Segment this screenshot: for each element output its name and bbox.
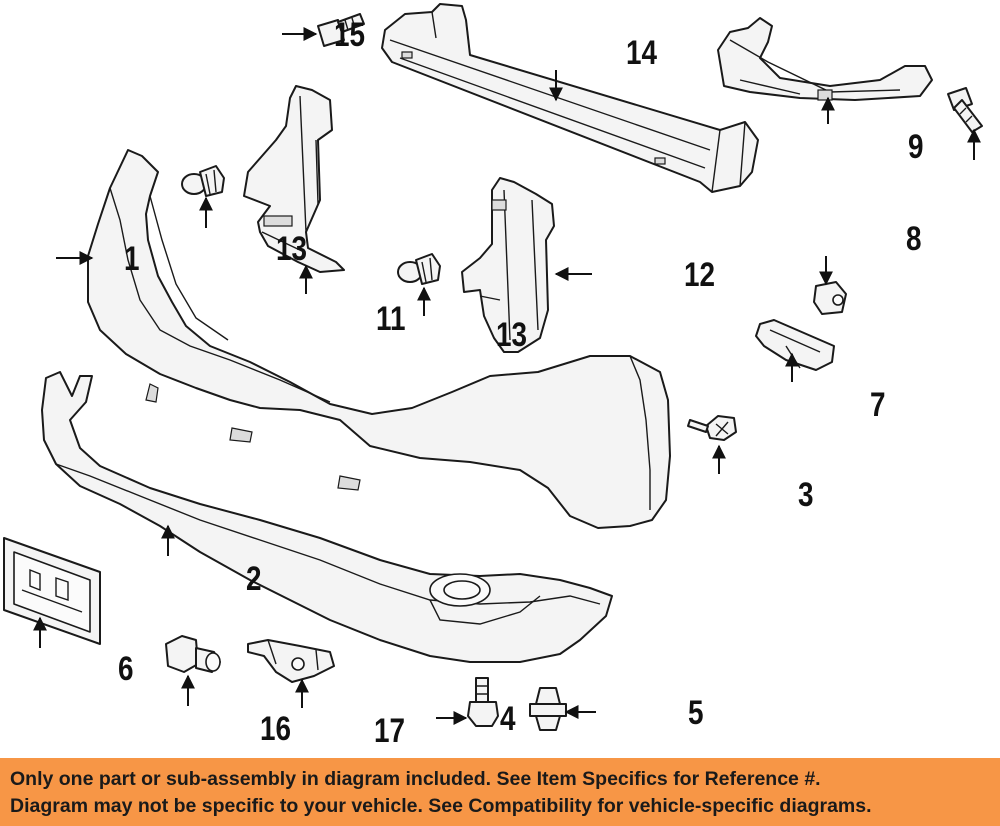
callout-12: 12 [684, 255, 715, 293]
callout-7: 7 [870, 385, 886, 423]
clip-part-5 [529, 687, 567, 731]
bumper-cover-part-1 [87, 149, 671, 529]
leader-lines [33, 27, 981, 725]
reinforcement-beam-part [381, 3, 759, 193]
bolt-part-4 [467, 677, 499, 727]
callout-numbers: 1 2 3 4 5 6 7 8 9 10 11 12 13 13 14 15 1… [118, 15, 924, 749]
callout-5: 5 [688, 693, 704, 731]
callout-3: 3 [798, 475, 814, 513]
callout-2: 2 [246, 559, 262, 597]
callout-6: 6 [118, 649, 134, 687]
callout-11: 11 [376, 299, 405, 337]
callout-14: 14 [626, 33, 658, 71]
license-bracket-part-6 [3, 537, 101, 645]
disclaimer-line-1: Only one part or sub-assembly in diagram… [10, 768, 821, 790]
bracket-part-9 [717, 17, 933, 101]
sensor-bracket-part-17 [247, 639, 335, 683]
screw-part-3 [687, 415, 737, 441]
nut-part-8 [813, 281, 847, 315]
disclaimer-banner: Only one part or sub-assembly in diagram… [0, 758, 1000, 826]
parts-diagram: 1 2 3 4 5 6 7 8 9 10 11 12 13 13 14 15 1… [3, 3, 983, 750]
push-clip-part-13b [397, 253, 441, 285]
callout-1: 1 [124, 239, 140, 277]
bolt-part-10 [947, 87, 983, 133]
callout-9: 9 [908, 127, 924, 165]
callout-13a: 13 [276, 229, 307, 267]
bolt-part-15 [317, 13, 365, 47]
disclaimer-line-2: Diagram may not be specific to your vehi… [10, 795, 872, 817]
callout-17: 17 [374, 711, 405, 749]
sensor-part-16 [165, 635, 221, 673]
side-bracket-part-7 [755, 319, 835, 371]
callout-4: 4 [500, 699, 516, 737]
callout-15: 15 [334, 15, 365, 53]
left-bracket-part-11 [243, 85, 345, 273]
callout-16: 16 [260, 709, 291, 747]
callout-13b: 13 [496, 315, 527, 353]
push-clip-part-13a [181, 165, 225, 197]
right-bracket-part-12 [461, 177, 555, 353]
callout-8: 8 [906, 219, 922, 257]
